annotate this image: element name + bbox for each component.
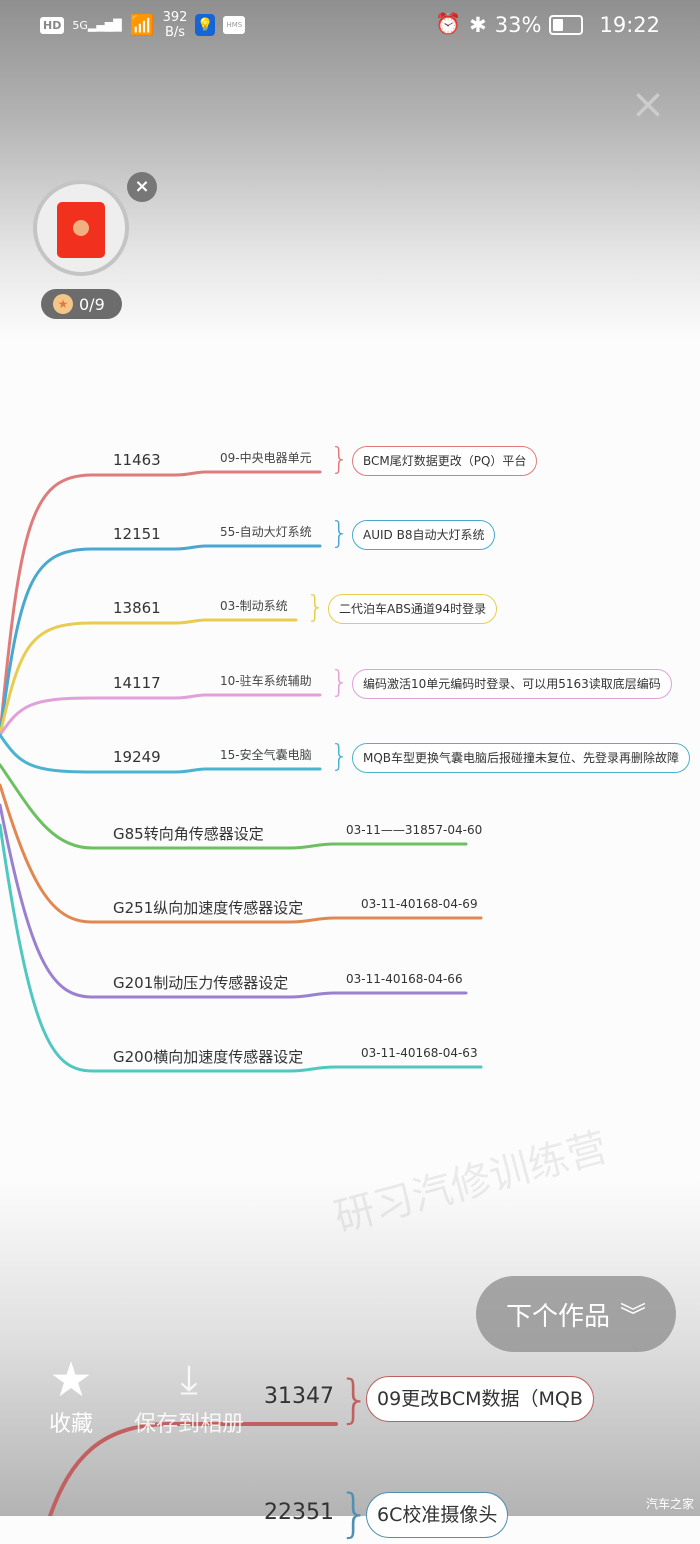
brand-watermark: 汽车之家	[645, 1497, 694, 1511]
brace-icon: }	[330, 442, 350, 477]
branch-module: 10-驻车系统辅助	[220, 674, 312, 688]
brace-icon: }	[330, 665, 350, 700]
branch-line	[0, 618, 298, 737]
bluetooth-icon: ✱	[469, 12, 487, 37]
sensor-name: G85转向角传感器设定	[113, 825, 264, 843]
branch-module: 15-安全气囊电脑	[220, 748, 312, 762]
branch-line	[0, 733, 322, 774]
branch-note[interactable]: BCM尾灯数据更改（PQ）平台	[352, 446, 538, 476]
alarm-icon: ⏰	[435, 12, 462, 36]
clock: 19:22	[599, 12, 660, 37]
favorite-label: 收藏	[48, 1412, 93, 1437]
red-envelope-icon	[57, 202, 105, 258]
branch-number: 12151	[113, 525, 161, 543]
branch-number: 13861	[113, 599, 161, 617]
bottom-actions: ★ 收藏 ⤓ 保存到相册 下个作品 ︾	[0, 1276, 700, 1516]
save-to-album-button[interactable]: ⤓ 保存到相册	[134, 1354, 244, 1438]
wifi-icon: 📶	[129, 13, 155, 37]
star-coin-icon: ★	[53, 294, 73, 314]
branch-module: 09-中央电器单元	[220, 451, 312, 465]
brace-icon: }	[330, 516, 350, 551]
star-icon: ★	[49, 1352, 93, 1408]
sensor-code: 03-11-40168-04-63	[361, 1046, 478, 1060]
favorite-button[interactable]: ★ 收藏	[45, 1354, 97, 1438]
sensor-code: 03-11-40168-04-66	[346, 972, 463, 986]
branch-line	[0, 544, 322, 737]
red-packet-widget[interactable]	[33, 180, 129, 276]
sensor-line	[0, 783, 483, 924]
brace-icon: }	[330, 739, 350, 774]
branch-line	[0, 470, 322, 737]
signal-icon: 5G▂▄▆█	[72, 18, 122, 32]
battery-icon	[549, 14, 584, 35]
sensor-line	[0, 763, 468, 850]
branch-line	[0, 693, 322, 737]
next-label: 下个作品	[505, 1301, 610, 1332]
hms-icon: HMS	[223, 16, 246, 34]
sensor-name: G200横向加速度传感器设定	[113, 1048, 304, 1066]
sensor-line	[0, 823, 483, 1073]
save-label: 保存到相册	[134, 1412, 245, 1437]
network-type: 5G	[72, 18, 88, 32]
brace-icon: }	[306, 590, 326, 625]
branch-note[interactable]: 编码激活10单元编码时登录、可以用5163读取底层编码	[352, 669, 672, 699]
branch-note[interactable]: AUID B8自动大灯系统	[352, 520, 496, 550]
sensor-line	[0, 803, 468, 999]
speed-unit: B/s	[165, 25, 186, 40]
sensor-code: 03-11-40168-04-69	[361, 897, 478, 911]
branch-number: 14117	[113, 674, 161, 692]
branch-number: 19249	[113, 748, 161, 766]
branch-number: 11463	[113, 451, 161, 469]
branch-note[interactable]: 二代泊车ABS通道94时登录	[328, 594, 498, 624]
close-icon[interactable]: ×	[630, 79, 666, 128]
next-work-button[interactable]: 下个作品 ︾	[476, 1276, 676, 1352]
branch-module: 55-自动大灯系统	[220, 525, 312, 539]
speed-value: 392	[162, 10, 188, 25]
sensor-name: G251纵向加速度传感器设定	[113, 899, 304, 917]
double-chevron-down-icon: ︾	[620, 1301, 647, 1332]
sensor-name: G201制动压力传感器设定	[113, 974, 289, 992]
branch-module: 03-制动系统	[220, 599, 288, 613]
bulb-icon: 💡	[195, 14, 216, 36]
coin-progress: 0/9	[79, 294, 105, 314]
branch-note[interactable]: MQB车型更换气囊电脑后报碰撞未复位、先登录再删除故障	[352, 743, 691, 773]
battery-percent: 33%	[494, 12, 542, 37]
coin-progress-badge: ★ 0/9	[41, 289, 122, 319]
sensor-code: 03-11——31857-04-60	[346, 823, 483, 837]
download-icon: ⤓	[180, 1357, 198, 1403]
hd-icon: HD	[40, 16, 65, 34]
red-packet-close-button[interactable]: ×	[127, 172, 157, 202]
